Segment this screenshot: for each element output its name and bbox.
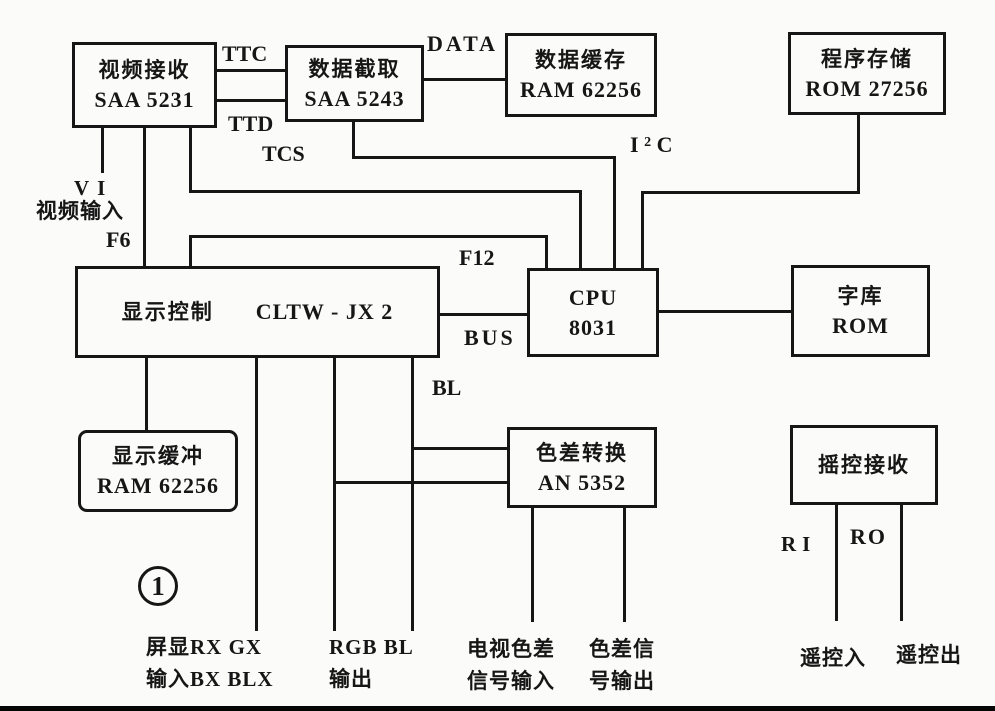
- box-font-rom-chip: ROM: [832, 313, 889, 338]
- port-label-tv-color-in: 电视色差 信号输入: [467, 633, 555, 697]
- wire-data: [424, 78, 505, 81]
- box-video-receive-title: 视频接收: [98, 58, 191, 82]
- wire-cpu-fontrom: [659, 310, 791, 313]
- wire-ttc: [217, 69, 285, 72]
- wire-f12-horizontal: [189, 235, 548, 238]
- port-label-rgb: RGB BL 输出: [329, 631, 414, 695]
- port-label-osd: 屏显RX GX 输入BX BLX: [146, 631, 274, 695]
- wire-label-ttc: TTC: [222, 41, 268, 66]
- box-color-convert: 色差转换 AN 5352: [507, 427, 657, 508]
- wire-label-f6: F6: [106, 227, 131, 252]
- box-data-capture-title: 数据截取: [308, 56, 401, 81]
- box-program-store-title: 程序存储: [821, 46, 913, 71]
- port-label-tv-color-in-line2: 信号输入: [467, 669, 555, 693]
- wire-tv-color-in: [531, 507, 534, 622]
- wire-label-bus: BUS: [464, 325, 516, 350]
- wire-label-ro: RO: [850, 524, 887, 549]
- scan-artifact-bottom-edge: [0, 706, 995, 711]
- wire-an5352-input-upper: [412, 447, 510, 450]
- wire-tcs-horizontal: [189, 190, 582, 193]
- box-program-store: 程序存储 ROM 27256: [788, 32, 946, 115]
- wire-f12-drop-right: [545, 235, 548, 270]
- wire-label-vi: VI: [74, 176, 114, 200]
- box-video-receive: 视频接收 SAA 5231: [72, 42, 217, 128]
- wire-rom-drop2: [641, 191, 644, 270]
- box-cpu-title: CPU: [568, 284, 618, 310]
- wire-tcs-drop1: [189, 128, 192, 193]
- wire-label-video-input: 视频输入: [36, 199, 124, 223]
- wire-rom-cpu-horizontal: [641, 191, 860, 194]
- port-label-remote-in: 遥控入: [800, 646, 866, 670]
- wire-i2c-drop1: [352, 122, 355, 159]
- box-display-control-title: 显示控制: [121, 300, 214, 324]
- wire-i2c-horizontal: [352, 156, 616, 159]
- wire-f12-drop-left: [189, 235, 192, 268]
- wire-label-ttd: TTD: [228, 111, 274, 136]
- box-cpu-chip: 8031: [569, 314, 617, 340]
- wire-label-bl: BL: [432, 375, 462, 400]
- box-cpu: CPU 8031: [527, 268, 659, 357]
- port-label-osd-line2: 输入BX BLX: [146, 667, 274, 691]
- wire-video-input-stub: [101, 128, 104, 173]
- wire-osd-output: [255, 357, 258, 631]
- box-data-buffer: 数据缓存 RAM 62256: [505, 33, 657, 117]
- port-label-remote-out: 遥控出: [896, 643, 962, 667]
- port-label-tv-color-in-line1: 电视色差: [467, 637, 555, 661]
- wire-bl-output: [411, 357, 414, 631]
- wire-bus: [440, 313, 527, 316]
- wire-label-data: DATA: [427, 31, 499, 56]
- box-color-convert-title: 色差转换: [536, 440, 628, 465]
- box-display-buffer: 显示缓冲 RAM 62256: [78, 430, 238, 512]
- box-data-buffer-title: 数据缓存: [535, 48, 627, 72]
- wire-remote-in: [835, 504, 838, 621]
- figure-number: 1: [151, 570, 165, 601]
- wire-label-f12: F12: [459, 245, 495, 270]
- box-remote-receive-title: 摇控接收: [818, 453, 910, 477]
- wire-remote-out: [900, 504, 903, 621]
- wire-display-buffer: [145, 357, 148, 432]
- box-display-control-chip: CLTW - JX 2: [255, 299, 394, 324]
- wire-rom-drop1: [857, 115, 860, 194]
- wire-f6: [143, 128, 146, 268]
- box-data-capture-chip: SAA 5243: [304, 85, 405, 111]
- wire-label-ri: RI: [781, 532, 817, 556]
- box-display-buffer-title: 显示缓冲: [112, 444, 204, 468]
- wire-color-out: [623, 507, 626, 622]
- box-display-buffer-chip: RAM 62256: [96, 473, 220, 498]
- box-color-convert-chip: AN 5352: [537, 469, 627, 495]
- port-label-rgb-line2: 输出: [329, 667, 373, 691]
- wire-label-tcs: TCS: [262, 141, 305, 166]
- box-video-receive-chip: SAA 5231: [94, 87, 195, 112]
- port-label-osd-line1: 屏显RX GX: [146, 635, 263, 659]
- box-display-control: 显示控制 CLTW - JX 2: [75, 266, 440, 358]
- wire-ttd: [217, 99, 285, 102]
- box-font-rom-title: 字库: [837, 284, 884, 308]
- wire-tcs-drop2: [579, 190, 582, 270]
- port-label-color-out: 色差信 号输出: [589, 633, 655, 697]
- box-data-capture: 数据截取 SAA 5243: [285, 45, 424, 122]
- figure-number-badge: 1: [138, 566, 178, 606]
- port-label-rgb-line1: RGB BL: [329, 635, 414, 659]
- box-program-store-chip: ROM 27256: [805, 75, 929, 101]
- port-label-color-out-line2: 号输出: [589, 669, 655, 693]
- wire-rgb-output: [333, 357, 336, 631]
- wire-label-i2c: I 2 C: [630, 132, 673, 157]
- box-font-rom: 字库 ROM: [791, 265, 930, 357]
- wire-i2c-drop2: [613, 156, 616, 270]
- box-data-buffer-chip: RAM 62256: [519, 77, 643, 102]
- port-label-color-out-line1: 色差信: [589, 637, 655, 661]
- box-remote-receive: 摇控接收: [790, 425, 938, 505]
- wire-an5352-input-lower: [334, 481, 510, 484]
